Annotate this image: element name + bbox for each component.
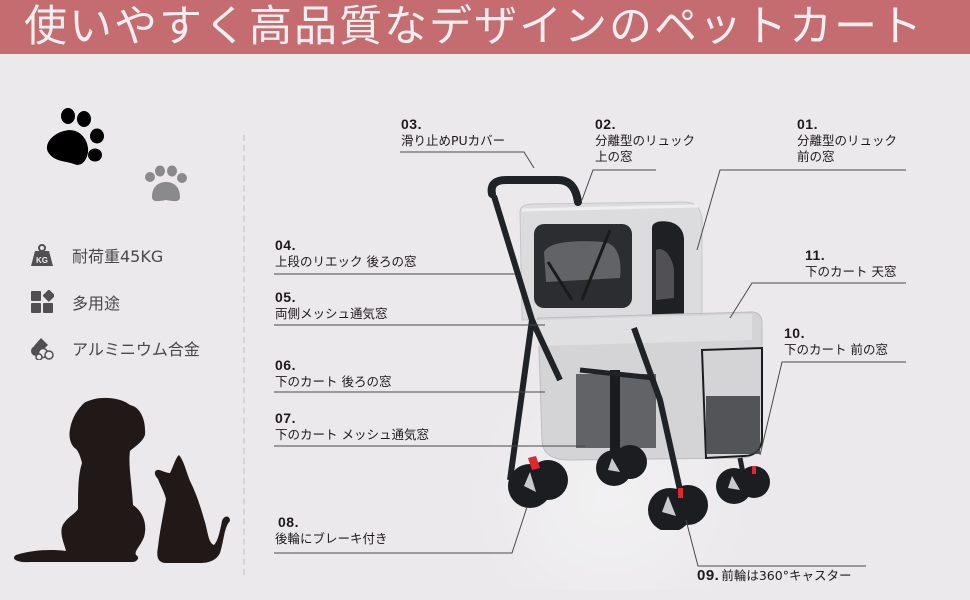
- callout-09: 09. 前輪は360°キャスター: [697, 567, 852, 584]
- callout-07: 07. 下のカート メッシュ通気窓: [275, 410, 429, 442]
- callout-11: 11. 下のカート 天窓: [805, 247, 897, 279]
- callout-06: 06. 下のカート 後ろの窓: [275, 357, 392, 389]
- paw-print-icon: [46, 108, 104, 165]
- callout-05: 05. 両側メッシュ通気窓: [275, 289, 388, 321]
- header-banner: 使いやすく高品質なデザインのペットカート: [0, 0, 970, 54]
- paw-print-icon: [145, 165, 187, 202]
- aluminum-pipes-icon: [31, 338, 54, 360]
- callout-01: 01. 分離型のリュック 前の窓: [797, 116, 898, 164]
- page-title: 使いやすく高品質なデザインのペットカート: [24, 2, 924, 52]
- wheel-front-left: [648, 485, 708, 530]
- feature-aluminum-alloy: アルミニウム合金: [30, 336, 200, 360]
- feature-load-capacity: KG 耐荷重45KG: [30, 243, 163, 267]
- feature-label: 耐荷重45KG: [72, 247, 164, 266]
- callout-10: 10. 下のカート 前の窓: [784, 325, 888, 357]
- wheel-rear-right: [596, 445, 647, 486]
- feature-multipurpose: 多用途: [30, 290, 120, 314]
- dog-and-cat-silhouette: [13, 397, 230, 563]
- callout-03: 03. 滑り止めPUカバー: [401, 116, 506, 148]
- dashed-divider: [243, 135, 245, 575]
- svg-text:KG: KG: [36, 256, 48, 265]
- callout-04: 04. 上段のリエック 後ろの窓: [275, 237, 417, 269]
- callout-02: 02. 分離型のリュック 上の窓: [595, 116, 696, 164]
- pet-stroller-image: [487, 176, 770, 530]
- wheel-rear-left: [508, 456, 568, 508]
- kg-weight-icon: KG: [31, 244, 53, 266]
- feature-label: アルミニウム合金: [72, 340, 200, 359]
- callout-08: 08. 後輪にブレーキ付き: [275, 514, 388, 546]
- feature-label: 多用途: [72, 294, 121, 313]
- wheel-front-right: [716, 466, 770, 504]
- blocks-icon: [31, 290, 54, 313]
